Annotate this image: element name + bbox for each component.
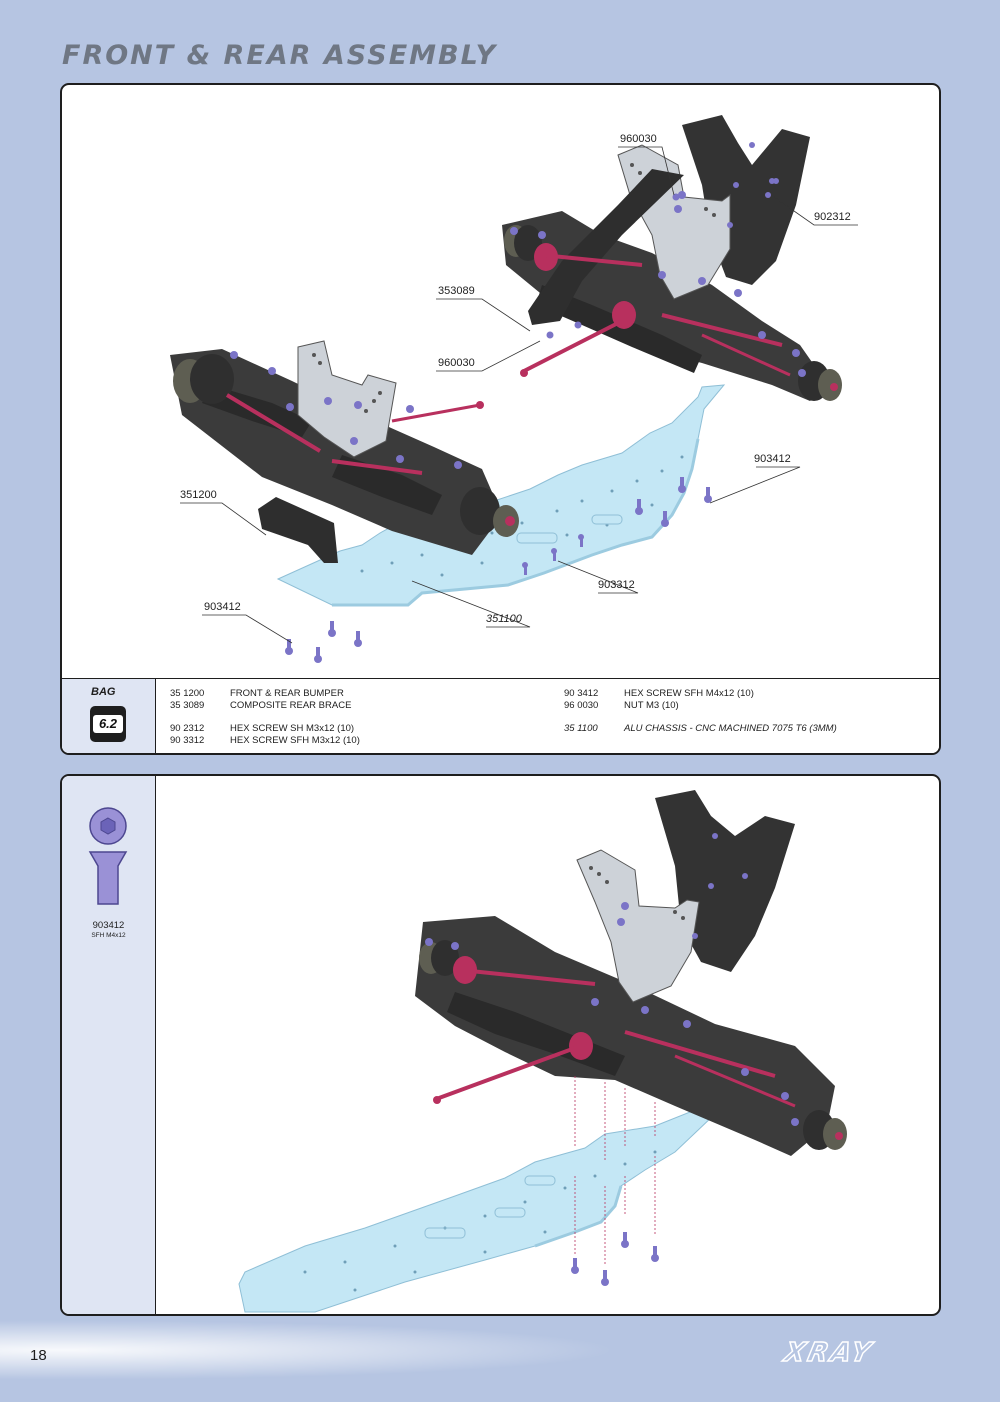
part-name: NUT M3 (10) [624,700,679,711]
callout-903412-left: 903412 [204,601,241,613]
part-number: 96 0030 [564,700,599,711]
callout-960030-mid: 960030 [438,357,475,369]
rear-assembly [502,115,842,401]
page-title: FRONT & REAR ASSEMBLY [62,40,498,71]
part-number: 35 1200 [170,688,205,699]
callout-353089: 353089 [438,285,475,297]
part-row: 90 2312 HEX SCREW SH M3x12 (10) [170,723,354,734]
part-row: 35 3089 COMPOSITE REAR BRACE [170,700,351,711]
screw-description: SFH M4x12 [91,932,126,939]
part-name: ALU CHASSIS - CNC MACHINED 7075 T6 (3MM) [624,723,837,734]
part-name: HEX SCREW SH M3x12 (10) [230,723,355,734]
part-number: 90 3412 [564,688,599,699]
page-number: 18 [30,1347,47,1364]
callout-351200: 351200 [180,489,217,501]
callout-960030-top: 960030 [620,133,657,145]
callout-351100: 351100 [486,613,522,625]
part-number: 90 3312 [170,735,205,746]
part-number: 35 1100 [564,723,598,734]
callout-902312: 902312 [814,211,851,223]
part-number: 35 3089 [170,700,205,711]
exploded-view-panel: 960030 902312 353089 960030 903412 35120… [60,83,941,755]
part-row: 96 0030 NUT M3 (10) [564,700,679,711]
part-name: HEX SCREW SFH M4x12 (10) [624,688,754,699]
assembly-step-panel: 903412 SFH M4x12 [60,774,941,1316]
part-name: HEX SCREW SFH M3x12 (10) [230,735,360,746]
parts-table: BAG 6.2 35 1200 FRONT & REAR BUMPER 35 30… [62,678,939,753]
callout-903312: 903312 [598,579,635,591]
assembly-step-illustration [238,790,847,1313]
part-row: 90 3412 HEX SCREW SFH M4x12 (10) [564,688,754,699]
callout-903412-right: 903412 [754,453,791,465]
bag-badge: 6.2 [90,706,126,742]
part-row: 90 3312 HEX SCREW SFH M3x12 (10) [170,735,360,746]
screw-icon [88,807,128,905]
bag-column: BAG 6.2 [62,679,156,753]
loose-screws [285,477,712,663]
background-glow [0,1320,620,1380]
part-name: FRONT & REAR BUMPER [230,688,344,699]
leader-lines [180,146,858,644]
part-row: 35 1200 FRONT & REAR BUMPER [170,688,344,699]
bag-number: 6.2 [93,715,123,733]
chassis-screws [571,1232,659,1286]
screw-code: 903412 [92,920,125,931]
part-name: COMPOSITE REAR BRACE [230,700,352,711]
part-row: 35 1100 ALU CHASSIS - CNC MACHINED 7075 T… [564,723,837,734]
part-number: 90 2312 [170,723,205,734]
front-assembly [170,340,519,563]
screw-detail-column: 903412 SFH M4x12 [62,776,156,1314]
brand-logo: XRAY [781,1337,877,1369]
bag-label: BAG [91,686,116,698]
exploded-view-illustration [170,115,858,663]
guide-lines [574,1076,656,1266]
